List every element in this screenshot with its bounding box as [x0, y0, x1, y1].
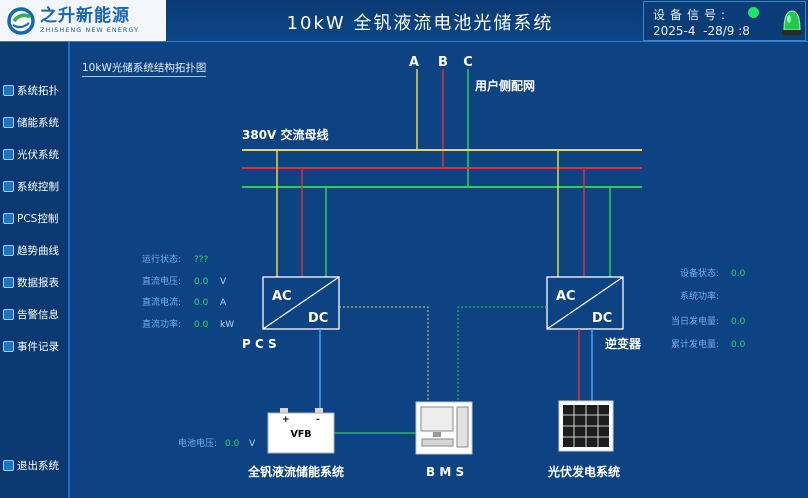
sidebar-nav: 系统拓扑 储能系统 光伏系统 系统控制 PCS控制 趋势曲线 数据报表 告警信息…	[0, 42, 70, 498]
pcs-dc-current-unit: A	[220, 298, 227, 308]
pcs-dc-voltage-unit: V	[220, 277, 227, 287]
sidebar-item-label: 系统控制	[17, 180, 59, 193]
sidebar-item-control[interactable]: 系统控制	[0, 175, 68, 197]
inverter-diagonal	[546, 276, 624, 330]
sidebar-item-storage[interactable]: 储能系统	[0, 111, 68, 133]
sidebar-item-label: 告警信息	[17, 308, 59, 321]
battery-icon	[267, 412, 335, 454]
pcs-dc-voltage-label: 直流电压:	[142, 275, 181, 287]
inverter-converter[interactable]: AC DC	[546, 276, 624, 330]
header-bar: 之升新能源 ZHISHENG NEW ENERGY 10kW 全钒液流电池光储系…	[0, 0, 808, 42]
sidebar-item-topology[interactable]: 系统拓扑	[0, 79, 68, 101]
logo-text-cn: 之升新能源	[40, 5, 130, 26]
inverter-total-energy-value: 0.0	[731, 340, 746, 350]
solar-icon	[3, 148, 14, 160]
sidebar-item-trend[interactable]: 趋势曲线	[0, 239, 68, 261]
control-icon	[3, 180, 14, 192]
pcs-dc-power-value: 0.0	[194, 320, 209, 330]
sidebar-item-label: 数据报表	[17, 276, 59, 289]
pcs-bms-comm-line	[339, 306, 429, 402]
pcs-diagonal	[262, 276, 340, 330]
battery-voltage-value: 0.0	[225, 439, 240, 449]
phase-b-label: B	[438, 55, 448, 70]
sidebar-item-label: 储能系统	[17, 116, 59, 129]
sidebar-item-alarm[interactable]: 告警信息	[0, 303, 68, 325]
pcs-dc-label: DC	[308, 311, 328, 326]
pcs-dc-current-label: 直流电流:	[142, 296, 181, 308]
sidebar-item-event[interactable]: 事件记录	[0, 335, 68, 357]
bms-keyboard	[421, 438, 454, 447]
device-signal-label: 设备信号:	[653, 8, 731, 22]
signal-led-icon	[748, 7, 759, 18]
logo-mark-icon	[7, 6, 35, 35]
battery-tag: VFB	[290, 429, 311, 440]
pcs-run-state-value: ???	[194, 255, 209, 265]
sidebar-item-label: 趋势曲线	[17, 244, 59, 257]
pcs-run-state-label: 运行状态:	[142, 253, 181, 265]
report-icon	[3, 276, 14, 288]
pcs-ac-label: AC	[272, 289, 292, 304]
bus-label: 380V 交流母线	[242, 127, 329, 142]
event-icon	[3, 340, 14, 352]
inverter-state-value: 0.0	[731, 269, 746, 279]
pcs-dc-current-value: 0.0	[194, 298, 209, 308]
diagram-title: 10kW光储系统结构拓扑图	[82, 60, 207, 77]
inverter-ac-label: AC	[556, 289, 576, 304]
trend-icon	[3, 244, 14, 256]
bms-name: B M S	[426, 465, 464, 479]
sidebar-item-label: 光伏系统	[17, 148, 59, 161]
grid-label: 用户侧配网	[474, 78, 535, 93]
vfb-battery[interactable]: + - VFB	[267, 408, 335, 454]
battery-minus-label: -	[316, 415, 320, 425]
pv-panel-icon[interactable]	[558, 400, 614, 452]
storage-icon	[3, 116, 14, 128]
inverter-dc-label: DC	[592, 311, 612, 326]
battery-terminal-negative	[315, 408, 323, 413]
sidebar-item-solar[interactable]: 光伏系统	[0, 143, 68, 165]
pv-system-name: 光伏发电系统	[547, 464, 620, 479]
sidebar-item-report[interactable]: 数据报表	[0, 271, 68, 293]
exit-label: 退出系统	[17, 459, 59, 472]
topology-diagram: A B C 用户侧配网 380V 交流母线 AC DC P C S AC DC	[142, 55, 746, 479]
bms-screen	[420, 406, 454, 432]
alarm-icon	[3, 308, 14, 320]
company-logo: 之升新能源 ZHISHENG NEW ENERGY	[0, 0, 166, 41]
inverter-total-energy-label: 累计发电量:	[671, 338, 719, 350]
battery-voltage-unit: V	[249, 439, 256, 449]
battery-voltage-label: 电池电压:	[178, 437, 217, 449]
alarm-light-icon	[782, 10, 802, 35]
bms-tower	[456, 406, 469, 448]
sidebar-item-label: 事件记录	[17, 340, 59, 353]
sidebar-item-label: 系统拓扑	[17, 84, 59, 97]
phase-c-label: C	[463, 55, 473, 70]
app-title: 10kW 全钒液流电池光储系统	[286, 13, 554, 34]
bms-stand	[433, 432, 441, 437]
logo-text-en: ZHISHENG NEW ENERGY	[40, 25, 140, 34]
pcs-icon	[3, 212, 14, 224]
battery-plus-label: +	[282, 415, 290, 425]
battery-system-name: 全钒液流储能系统	[247, 464, 344, 479]
pcs-dc-power-unit: kW	[220, 320, 234, 330]
battery-terminal-positive	[280, 408, 288, 413]
topology-panel: 10kW光储系统结构拓扑图 A B C 用户侧配网 380V 交流母线 AC D…	[70, 42, 808, 498]
exit-button[interactable]: 退出系统	[0, 454, 68, 476]
inverter-state-label: 设备状态:	[680, 267, 719, 279]
topology-icon	[3, 84, 14, 96]
sidebar-item-pcs-control[interactable]: PCS控制	[0, 207, 68, 229]
phase-a-label: A	[409, 55, 419, 70]
datetime-display: 2025-4 -28/9 :8	[653, 24, 750, 38]
pcs-dc-voltage-value: 0.0	[194, 277, 209, 287]
pcs-name: P C S	[242, 337, 277, 351]
bms-computer-icon[interactable]	[415, 401, 473, 455]
exit-icon	[3, 459, 14, 471]
inverter-bms-comm-line	[457, 306, 547, 402]
inverter-day-energy-value: 0.0	[731, 317, 746, 327]
pcs-dc-power-label: 直流功率:	[142, 318, 181, 330]
inverter-name: 逆变器	[605, 336, 642, 351]
sidebar-item-label: PCS控制	[17, 212, 59, 225]
inverter-power-label: 系统功率:	[680, 290, 719, 302]
device-signal-panel: 设备信号: 2025-4 -28/9 :8	[643, 1, 806, 41]
pcs-converter[interactable]: AC DC	[262, 276, 340, 330]
inverter-day-energy-label: 当日发电量:	[671, 315, 719, 327]
